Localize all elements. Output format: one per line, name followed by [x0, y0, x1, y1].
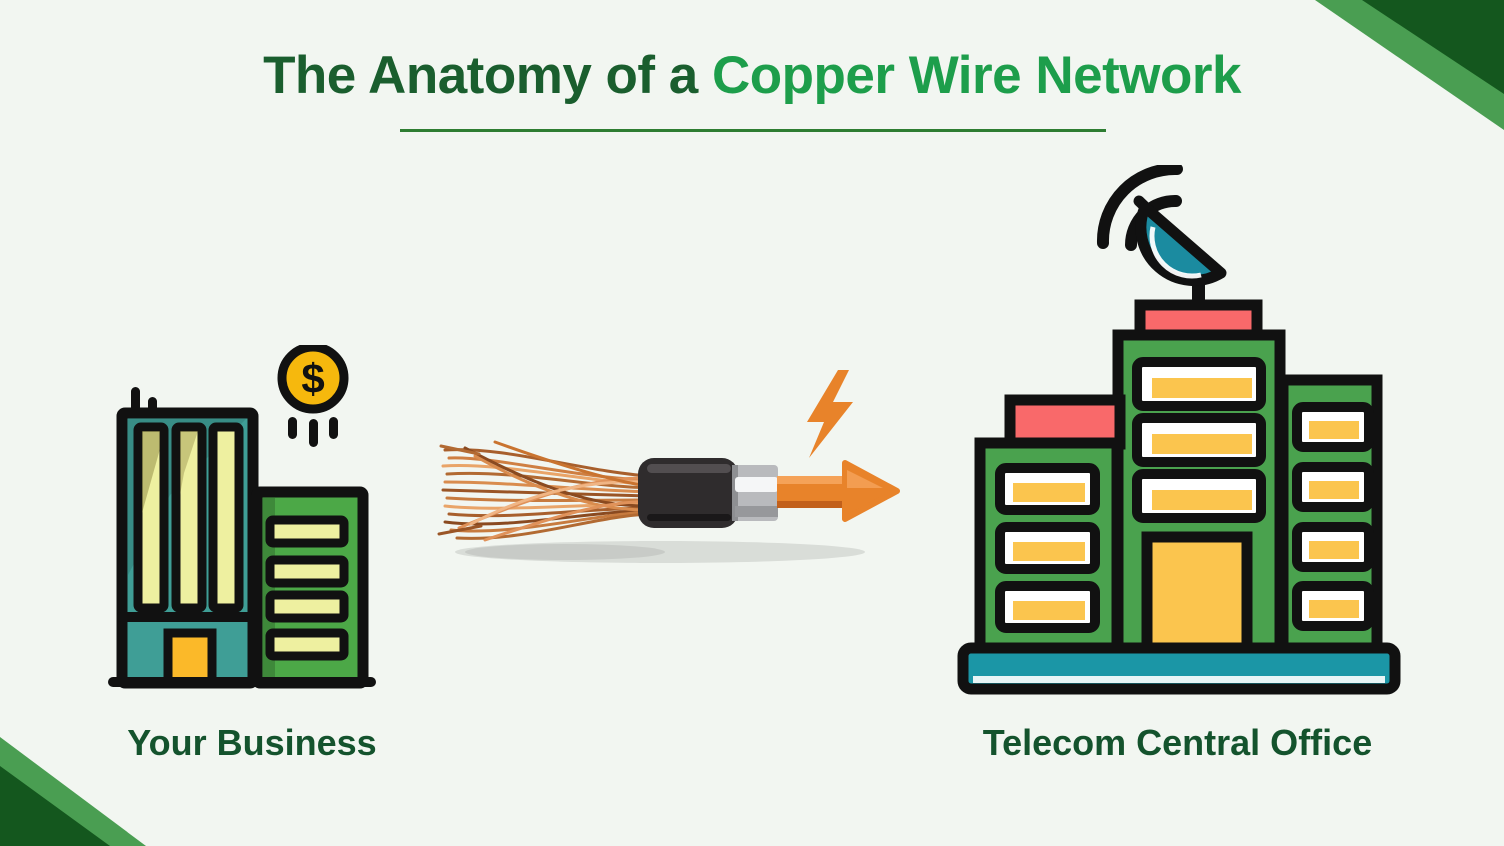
window — [995, 463, 1100, 515]
page-title: The Anatomy of a Copper Wire Network — [0, 48, 1504, 104]
business-building-icon: $ — [108, 345, 376, 689]
right-node-label: Telecom Central Office — [982, 722, 1373, 763]
cable-shadow — [455, 541, 865, 563]
title-highlight: Copper Wire Network — [711, 46, 1241, 105]
cable-connector — [638, 458, 738, 528]
telecom-building-icon — [957, 165, 1401, 695]
window — [265, 590, 349, 623]
window — [1132, 413, 1266, 467]
window — [1292, 402, 1374, 452]
ground-line — [108, 677, 376, 687]
window — [208, 422, 244, 613]
window — [265, 628, 349, 661]
copper-cable-illustration — [437, 370, 900, 563]
dollar-symbol: $ — [301, 355, 324, 402]
building-base — [957, 642, 1401, 695]
window — [1292, 522, 1374, 572]
title-underline — [400, 129, 1106, 132]
window — [995, 581, 1100, 633]
window — [995, 522, 1100, 574]
window — [265, 555, 349, 588]
corner-bottom-left-dark — [0, 766, 110, 846]
dollar-coin-icon: $ — [277, 345, 349, 447]
door — [163, 628, 217, 688]
window — [133, 422, 169, 613]
left-node-label: Your Business — [127, 722, 377, 763]
lightning-bolt-icon — [807, 370, 853, 458]
window — [1292, 462, 1374, 512]
satellite-dish-icon — [1096, 165, 1227, 309]
window — [1132, 469, 1266, 523]
door — [1141, 531, 1253, 661]
silver-band — [732, 465, 778, 521]
title-prefix: The Anatomy of a — [263, 46, 698, 105]
wing-cap — [1004, 394, 1126, 450]
window — [1292, 581, 1374, 631]
window — [265, 515, 349, 548]
window — [171, 422, 207, 613]
window — [1132, 357, 1266, 411]
copper-strands — [437, 440, 652, 542]
signal-arrow-icon — [777, 460, 900, 522]
